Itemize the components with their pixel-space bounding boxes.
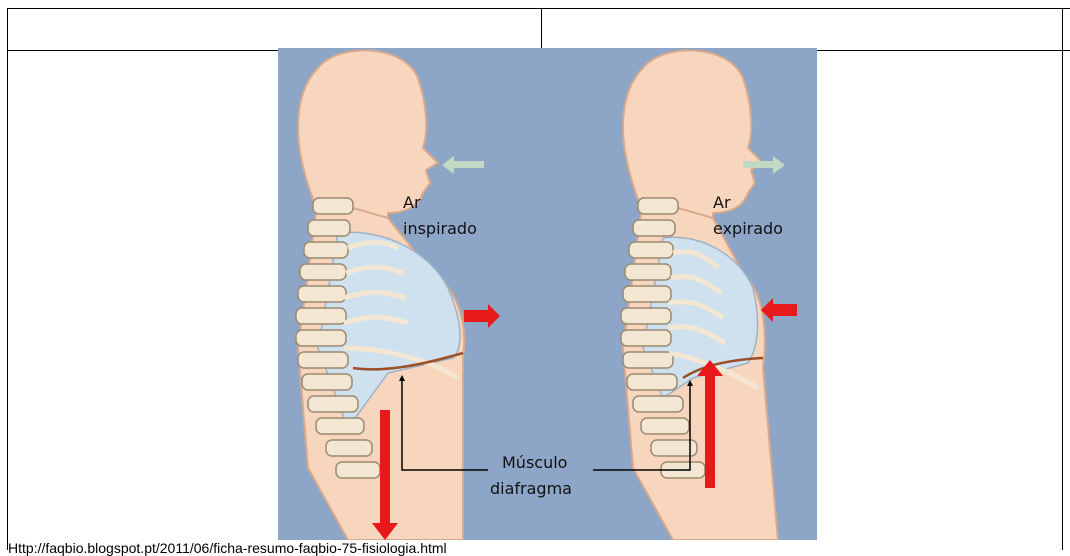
table-right-border [1062,8,1063,550]
muscle-label-line1: Músculo [502,453,567,472]
left-label-line2: inspirado [403,219,477,238]
source-url: Http://faqbio.blogspot.pt/2011/06/ficha-… [8,540,447,556]
muscle-label-line2: diafragma [490,479,572,498]
table-header-row [8,9,1070,51]
right-label-line1: Ar [713,193,731,212]
breathing-diagram: Ar inspirado [278,48,817,540]
cell-divider [541,9,542,50]
right-label-line2: expirado [713,219,783,238]
left-label-line1: Ar [403,193,421,212]
